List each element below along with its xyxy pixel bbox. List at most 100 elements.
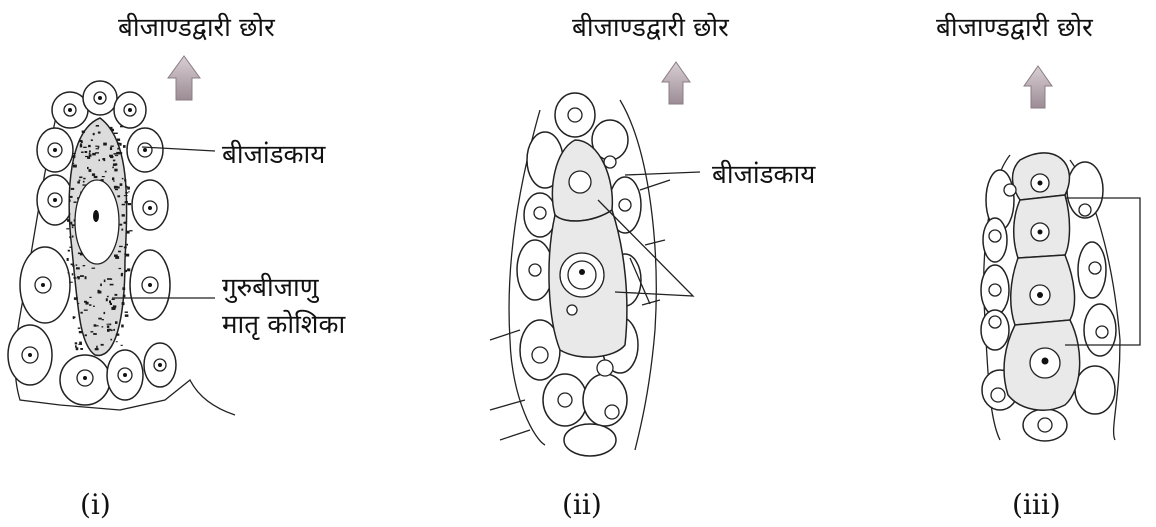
- granule: [112, 156, 114, 157]
- granule: [96, 325, 98, 326]
- granule: [80, 348, 83, 350]
- granule: [66, 228, 69, 229]
- granule: [111, 307, 115, 310]
- granule: [89, 153, 91, 155]
- granule: [89, 304, 92, 306]
- granule: [104, 280, 106, 283]
- granule: [115, 294, 118, 296]
- granule: [96, 148, 99, 149]
- granule: [122, 302, 125, 305]
- granule: [69, 199, 71, 202]
- granule: [118, 251, 121, 253]
- granule: [116, 152, 120, 155]
- granule: [125, 192, 128, 193]
- granule: [128, 203, 132, 205]
- granule: [116, 341, 118, 342]
- granule: [122, 287, 125, 290]
- granule: [83, 181, 85, 183]
- granule: [79, 180, 81, 181]
- granule: [110, 146, 113, 147]
- granule: [110, 147, 112, 150]
- granule: [92, 173, 95, 176]
- granule: [113, 160, 115, 162]
- granule: [72, 236, 74, 238]
- granule: [76, 264, 78, 265]
- granule: [87, 167, 89, 169]
- granule: [112, 177, 114, 180]
- granule: [77, 303, 79, 304]
- fig1-mmc-label-line1: गुरुबीजाणु: [222, 268, 319, 304]
- mmc-nucleus: [75, 180, 119, 264]
- granule: [125, 314, 129, 317]
- granule: [107, 296, 109, 297]
- granule: [89, 297, 91, 298]
- granule: [96, 125, 99, 127]
- granule: [117, 195, 120, 197]
- granule: [109, 301, 111, 304]
- granule: [85, 156, 88, 157]
- granule: [113, 164, 116, 166]
- granule: [84, 310, 88, 311]
- granule: [125, 222, 127, 223]
- granule: [125, 201, 128, 203]
- granule: [69, 196, 73, 198]
- granule: [126, 231, 129, 234]
- granule: [71, 222, 73, 225]
- granule: [95, 146, 98, 147]
- granule: [74, 202, 77, 203]
- figure-3-drawing: [981, 66, 1140, 441]
- granule: [93, 133, 95, 135]
- granule: [124, 253, 126, 255]
- figure-1-drawing: [8, 56, 235, 415]
- granule: [85, 276, 87, 279]
- granule: [102, 319, 104, 320]
- granule: [102, 158, 105, 160]
- granule: [93, 333, 97, 335]
- granule: [73, 316, 75, 319]
- granule: [72, 265, 75, 266]
- granule: [83, 265, 86, 266]
- granule: [72, 273, 74, 275]
- granule: [119, 246, 123, 247]
- granule: [103, 143, 107, 146]
- granule: [93, 306, 95, 307]
- granule: [111, 129, 114, 131]
- granule: [123, 145, 126, 148]
- granule: [72, 226, 74, 228]
- granule: [96, 346, 98, 349]
- granule: [122, 204, 125, 206]
- granule: [73, 165, 77, 168]
- granule: [94, 176, 98, 178]
- granule: [85, 302, 88, 305]
- granule: [78, 277, 80, 279]
- granule: [113, 181, 115, 182]
- granule: [88, 145, 91, 147]
- granule: [121, 325, 124, 328]
- granule: [125, 270, 127, 272]
- granule: [110, 303, 112, 305]
- granule: [128, 191, 130, 192]
- granule: [116, 334, 119, 336]
- granule: [102, 326, 104, 327]
- granule: [91, 139, 93, 141]
- granule: [71, 188, 74, 190]
- granule: [68, 272, 70, 273]
- granule: [79, 331, 82, 333]
- granule: [99, 159, 101, 161]
- granule: [89, 169, 92, 172]
- granule: [114, 133, 118, 134]
- granule: [126, 244, 128, 246]
- granule: [100, 284, 102, 287]
- granule: [98, 291, 102, 294]
- granule: [111, 278, 113, 280]
- granule: [105, 171, 107, 173]
- granule: [124, 195, 128, 196]
- granule: [112, 299, 115, 300]
- granule: [69, 236, 71, 238]
- granule: [117, 148, 119, 150]
- granule: [73, 277, 76, 278]
- granule: [102, 176, 105, 177]
- granule: [85, 334, 87, 336]
- granule: [115, 189, 118, 190]
- granule: [91, 331, 94, 332]
